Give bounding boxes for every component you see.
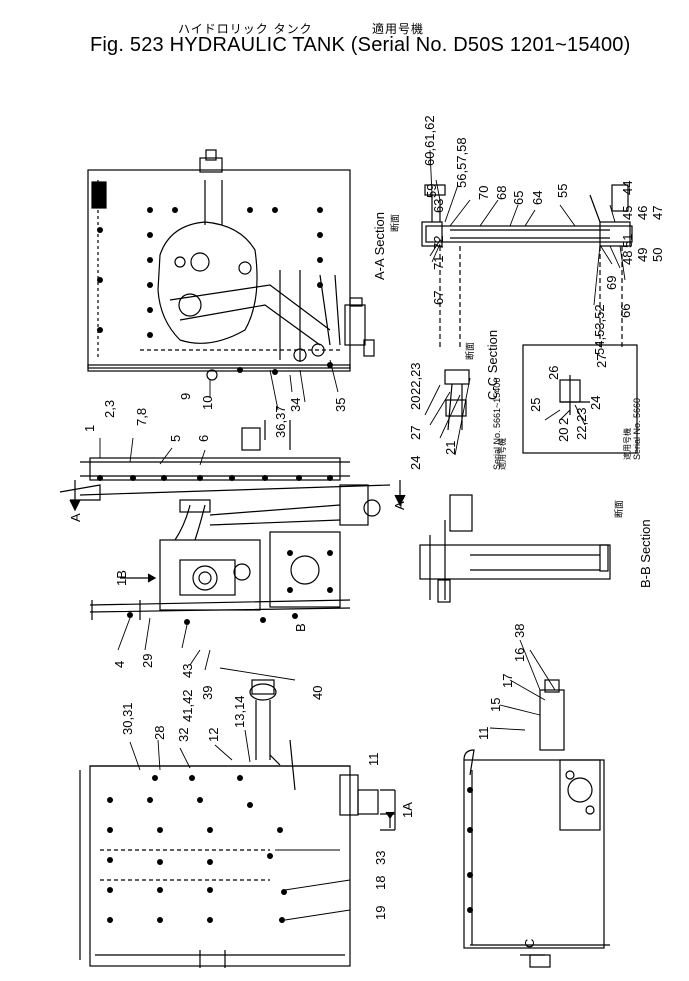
part-label-13-14: 13,14 bbox=[232, 695, 247, 728]
part-label-27-inset: 27 bbox=[594, 354, 609, 368]
view-marker-1a: 1A bbox=[400, 802, 415, 818]
part-label-4: 4 bbox=[112, 661, 127, 668]
part-label-49: 49 bbox=[635, 248, 650, 262]
part-label-28: 28 bbox=[152, 726, 167, 740]
view-marker-a-left: A bbox=[68, 513, 83, 522]
part-label-51: 51 bbox=[620, 234, 635, 248]
part-label-20-inset: 20 bbox=[556, 428, 571, 442]
section-a-a-jp: 断面 bbox=[389, 214, 400, 232]
part-label-69: 69 bbox=[604, 276, 619, 290]
title-japanese: ハイドロリック タンク bbox=[178, 22, 313, 36]
part-label-35: 35 bbox=[333, 398, 348, 412]
section-b-b-label: B-B Section bbox=[638, 519, 653, 588]
section-b-b bbox=[419, 494, 611, 603]
part-label-21-cc: 21 bbox=[443, 441, 458, 455]
tank-bottom-view bbox=[79, 679, 396, 968]
part-label-7-8: 7,8 bbox=[134, 408, 149, 426]
part-label-43: 43 bbox=[180, 664, 195, 678]
serial-label-b: Serial No. 5660 bbox=[632, 398, 642, 460]
section-b-b-jp: 断面 bbox=[613, 500, 624, 518]
part-label-2-inset: 2 bbox=[556, 418, 571, 425]
part-label-66: 66 bbox=[618, 304, 633, 318]
part-label-50: 50 bbox=[650, 248, 665, 262]
part-label-27-cc: 27 bbox=[408, 426, 423, 440]
part-label-20-cc: 20 bbox=[408, 396, 423, 410]
leader-lines bbox=[99, 149, 626, 921]
part-label-48: 48 bbox=[620, 251, 635, 265]
applicability-japanese: 適用号機 bbox=[372, 22, 425, 36]
part-label-56-58: 56,57,58 bbox=[454, 137, 469, 188]
part-label-24-cc: 24 bbox=[408, 456, 423, 470]
part-label-11-left: 11 bbox=[366, 753, 381, 767]
part-label-18: 18 bbox=[373, 876, 388, 890]
part-label-10: 10 bbox=[200, 396, 215, 410]
part-label-55: 55 bbox=[555, 184, 570, 198]
serial-label-a-jp: 適用号機 bbox=[497, 438, 507, 470]
serial-label-b-jp: 適用号機 bbox=[622, 428, 632, 460]
header: ハイドロリック タンク 適用号機 Fig. 523 HYDRAULIC TANK… bbox=[0, 0, 689, 70]
part-label-54-52: 54,53,52 bbox=[592, 304, 607, 355]
tank-side-section bbox=[463, 679, 610, 968]
part-label-2-3: 2,3 bbox=[102, 400, 117, 418]
part-label-65: 65 bbox=[511, 191, 526, 205]
part-label-36-37: 36,37 bbox=[273, 405, 288, 438]
cut-lines bbox=[69, 480, 406, 828]
part-label-25-inset: 25 bbox=[528, 398, 543, 412]
part-label-32: 32 bbox=[176, 728, 191, 742]
section-a-a-label: A-A Section bbox=[372, 212, 387, 280]
part-label-45: 45 bbox=[620, 206, 635, 220]
part-label-29: 29 bbox=[140, 654, 155, 668]
part-label-19: 19 bbox=[373, 906, 388, 920]
section-c-c-jp: 断面 bbox=[464, 342, 475, 360]
part-label-47: 47 bbox=[650, 206, 665, 220]
view-marker-1b: 1B bbox=[114, 570, 129, 586]
part-label-33: 33 bbox=[373, 851, 388, 865]
view-marker-c: C bbox=[522, 939, 537, 948]
section-c-c-label: C-C Section bbox=[485, 330, 500, 400]
part-label-15: 15 bbox=[488, 698, 503, 712]
part-label-30-31: 30,31 bbox=[120, 702, 135, 735]
tank-top-view bbox=[87, 149, 375, 381]
part-label-6: 6 bbox=[196, 435, 211, 442]
part-label-68: 68 bbox=[494, 186, 509, 200]
part-label-17: 17 bbox=[500, 674, 515, 688]
part-label-11-right: 11 bbox=[476, 727, 491, 741]
part-label-12: 12 bbox=[206, 728, 221, 742]
part-label-22-23-cc: 22,23 bbox=[408, 362, 423, 395]
part-label-5: 5 bbox=[168, 435, 183, 442]
tank-side-view bbox=[59, 420, 391, 625]
view-marker-a-right: A bbox=[392, 501, 407, 510]
part-label-38: 38 bbox=[512, 624, 527, 638]
part-label-60-62: 60,61,62 bbox=[422, 115, 437, 166]
part-label-26-inset: 26 bbox=[546, 366, 561, 380]
part-label-40: 40 bbox=[310, 686, 325, 700]
part-label-9: 9 bbox=[178, 393, 193, 400]
part-label-39: 39 bbox=[200, 686, 215, 700]
serial-label-a: Serial No. 5661~15400 bbox=[492, 378, 502, 470]
part-label-63: 63 bbox=[431, 199, 446, 213]
part-label-41-42: 41,42 bbox=[180, 689, 195, 722]
part-label-34: 34 bbox=[288, 398, 303, 412]
part-label-16: 16 bbox=[512, 648, 527, 662]
part-label-24-inset: 24 bbox=[588, 396, 603, 410]
part-label-71: 71 bbox=[431, 256, 446, 270]
part-label-64: 64 bbox=[530, 191, 545, 205]
figure-title: Fig. 523 HYDRAULIC TANK (Serial No. D50S… bbox=[90, 34, 631, 56]
part-label-44: 44 bbox=[620, 181, 635, 195]
part-label-46: 46 bbox=[635, 206, 650, 220]
section-c-c bbox=[444, 344, 638, 454]
part-label-1: 1 bbox=[82, 425, 97, 432]
part-label-22-23-inset: 22,23 bbox=[574, 407, 589, 440]
part-label-70: 70 bbox=[476, 186, 491, 200]
part-label-59: 59 bbox=[424, 184, 439, 198]
part-label-67: 67 bbox=[431, 291, 446, 305]
part-label-72: 72 bbox=[431, 236, 446, 250]
view-marker-b: B bbox=[293, 623, 308, 632]
